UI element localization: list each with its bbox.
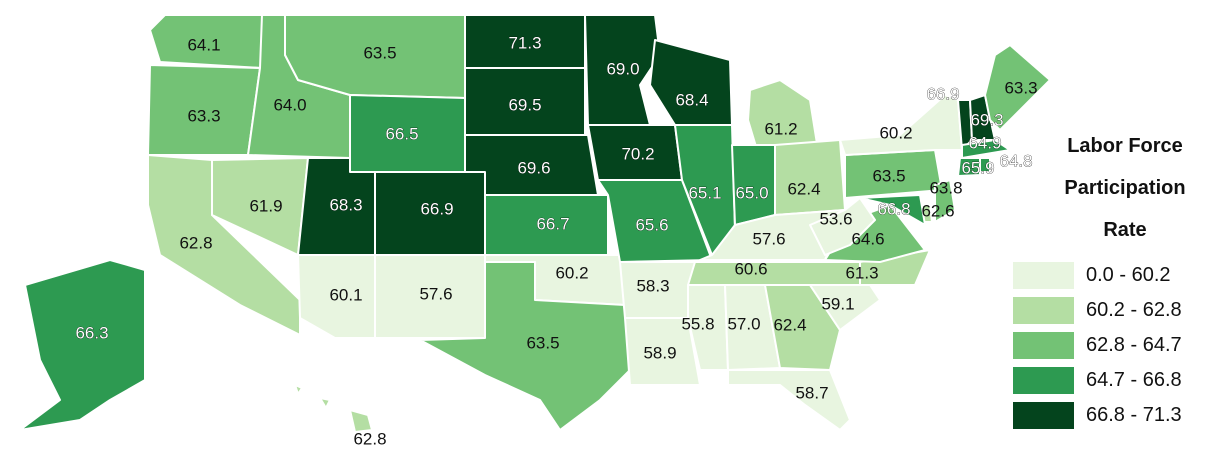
label-NV: 61.9 (249, 196, 282, 215)
label-TN: 60.6 (734, 259, 767, 278)
state-MA (961, 139, 1011, 159)
legend-item: 62.8 - 64.7 (1013, 332, 1182, 359)
legend-label: 62.8 - 64.7 (1086, 334, 1182, 356)
label-NY: 60.2 (879, 123, 912, 142)
label-NJ: 63.8 (929, 178, 962, 197)
legend-swatch (1013, 332, 1074, 359)
legend-item: 66.8 - 71.3 (1013, 402, 1182, 429)
label-NH: 69.3 (970, 110, 1003, 129)
legend-label: 0.0 - 60.2 (1086, 264, 1171, 286)
label-WI: 68.4 (675, 90, 708, 109)
label-IL: 65.1 (688, 183, 721, 202)
label-WA: 64.1 (187, 35, 220, 54)
legend-label: 64.7 - 66.8 (1086, 369, 1182, 391)
label-MA: 64.9 (968, 133, 1001, 152)
label-MT: 63.5 (363, 43, 396, 62)
state-MS (687, 284, 729, 371)
legend-title-line-1: Labor Force (1067, 135, 1183, 157)
label-OR: 63.3 (187, 106, 220, 125)
label-AK: 66.3 (75, 323, 108, 342)
label-MI: 61.2 (764, 119, 797, 138)
state-GA (764, 284, 841, 371)
state-NC (809, 249, 931, 286)
legend-item: 64.7 - 66.8 (1013, 367, 1182, 394)
state-AZ (297, 254, 376, 339)
label-GA: 62.4 (773, 315, 806, 334)
label-NM: 57.6 (419, 284, 452, 303)
label-KY: 57.6 (752, 229, 785, 248)
label-CO: 66.9 (420, 199, 453, 218)
label-TX: 63.5 (526, 333, 559, 352)
label-VA: 64.6 (851, 229, 884, 248)
label-SD: 69.5 (508, 95, 541, 114)
legend-label: 60.2 - 62.8 (1086, 299, 1182, 321)
legend-swatch (1013, 297, 1074, 324)
state-AK (19, 259, 146, 431)
label-NE: 69.6 (517, 158, 550, 177)
legend-swatch (1013, 402, 1074, 429)
label-OH: 62.4 (787, 179, 820, 198)
legend-swatch (1013, 262, 1074, 289)
label-KS: 66.7 (536, 214, 569, 233)
label-RI: 64.8 (999, 151, 1032, 170)
label-NC: 61.3 (845, 263, 878, 282)
label-HI: 62.8 (353, 429, 386, 448)
label-AZ: 60.1 (329, 285, 362, 304)
label-MS: 55.8 (681, 314, 714, 333)
legend: 0.0 - 60.2 60.2 - 62.8 62.8 - 64.7 64.7 … (1013, 262, 1182, 437)
label-SC: 59.1 (821, 294, 854, 313)
label-MD: 66.8 (877, 199, 910, 218)
state-WV (809, 197, 876, 256)
label-OK: 60.2 (555, 263, 588, 282)
state-MD (859, 194, 926, 226)
state-HI (294, 384, 373, 433)
state-WI (649, 39, 733, 126)
legend-item: 0.0 - 60.2 (1013, 262, 1182, 289)
label-AR: 58.3 (636, 276, 669, 295)
state-OH (774, 139, 846, 216)
label-IA: 70.2 (621, 144, 654, 163)
label-CT: 65.9 (961, 158, 994, 177)
label-PA: 63.5 (872, 166, 905, 185)
legend-label: 66.8 - 71.3 (1086, 404, 1182, 426)
label-WV: 53.6 (819, 209, 852, 228)
label-AL: 57.0 (727, 314, 760, 333)
state-LA (624, 317, 701, 386)
label-MN: 69.0 (606, 59, 639, 78)
label-ME: 63.3 (1004, 78, 1037, 97)
label-ND: 71.3 (508, 33, 541, 52)
label-CA: 62.8 (179, 233, 212, 252)
state-NJ (934, 179, 956, 223)
label-DE: 62.6 (921, 201, 954, 220)
state-RI (979, 157, 991, 173)
state-FL (727, 369, 851, 431)
label-MO: 65.6 (635, 215, 668, 234)
label-WY: 66.5 (385, 124, 418, 143)
label-ID: 64.0 (273, 95, 306, 114)
legend-title-line-2: Participation (1064, 177, 1186, 199)
state-ME (984, 44, 1051, 131)
label-FL: 58.7 (795, 383, 828, 402)
label-LA: 58.9 (643, 343, 676, 362)
label-UT: 68.3 (329, 195, 362, 214)
legend-title-line-3: Rate (1103, 219, 1147, 241)
label-VT: 66.9 (926, 84, 959, 103)
label-IN: 65.0 (735, 183, 768, 202)
state-TX (419, 261, 631, 431)
legend-item: 60.2 - 62.8 (1013, 297, 1182, 324)
legend-swatch (1013, 367, 1074, 394)
state-CT (957, 157, 981, 177)
